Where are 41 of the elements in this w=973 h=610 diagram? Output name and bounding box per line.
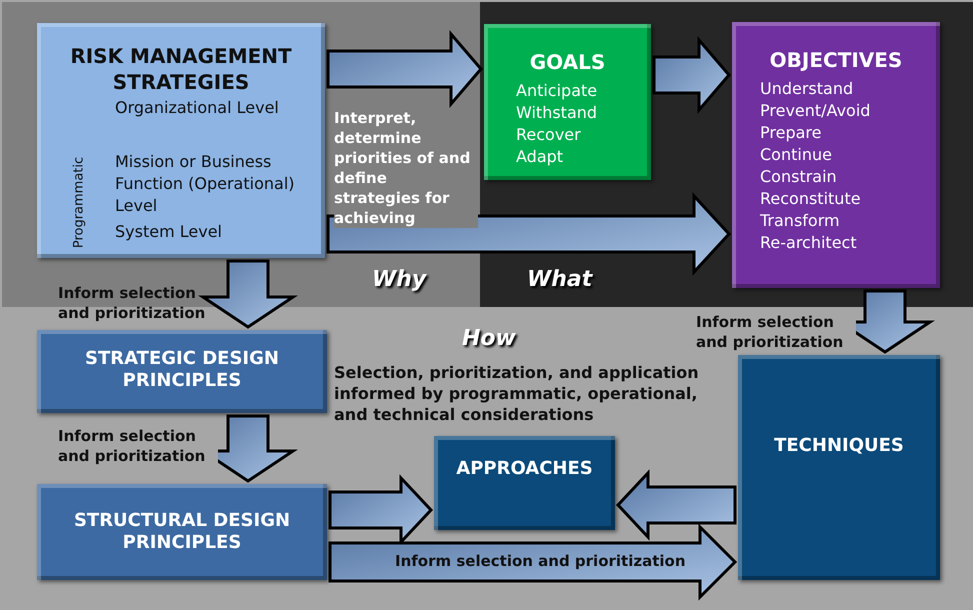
strategy-box	[37, 23, 325, 258]
list-item: Adapt	[516, 146, 564, 168]
list-item: Re-architect	[760, 232, 857, 254]
list-item: Prevent/Avoid	[760, 100, 870, 122]
goals-box	[484, 24, 651, 180]
objectives-box	[732, 22, 940, 288]
level-text: Organizational Level	[115, 97, 280, 119]
box-title: STRATEGIC DESIGN PRINCIPLES	[84, 348, 280, 392]
block-arrow	[616, 469, 736, 541]
list-item: Anticipate	[516, 80, 598, 102]
list-item: Recover	[516, 124, 581, 146]
note-text: Selection, prioritization, and application informed by programmatic, operational, and technical considerations	[334, 362, 700, 425]
section-label: Why	[372, 266, 426, 293]
box-title: OBJECTIVES	[768, 48, 904, 72]
box-title: TECHNIQUES	[773, 435, 905, 457]
edge-label: Inform selection and prioritization	[395, 551, 687, 571]
edge-label: Inform selection and prioritization	[58, 283, 206, 323]
block-arrow	[328, 523, 738, 601]
section-label: How	[462, 325, 516, 352]
block-arrow	[326, 30, 483, 108]
list-item: Understand	[760, 78, 854, 100]
list-item: Constrain	[760, 166, 837, 188]
list-item: Reconstitute	[760, 188, 861, 210]
principles-box	[37, 484, 327, 580]
list-item: Prepare	[760, 122, 822, 144]
list-item: Withstand	[516, 102, 598, 124]
box-title: APPROACHES	[455, 458, 594, 480]
section-label: What	[527, 266, 592, 293]
level-text: System Level	[115, 221, 223, 243]
side-label: Programmatic	[70, 156, 88, 250]
principles-box	[37, 330, 327, 413]
block-arrow	[198, 260, 298, 329]
approaches-box	[434, 436, 615, 530]
level-text: Mission or Business Function (Operational) Level	[115, 151, 295, 217]
box-title: GOALS	[528, 50, 606, 74]
techniques-box	[738, 355, 940, 580]
block-arrow	[652, 36, 731, 114]
list-item: Continue	[760, 144, 832, 166]
list-item: Transform	[760, 210, 840, 232]
box-title: STRUCTURAL DESIGN PRINCIPLES	[72, 510, 292, 554]
box-title: RISK MANAGEMENT STRATEGIES	[69, 43, 293, 95]
